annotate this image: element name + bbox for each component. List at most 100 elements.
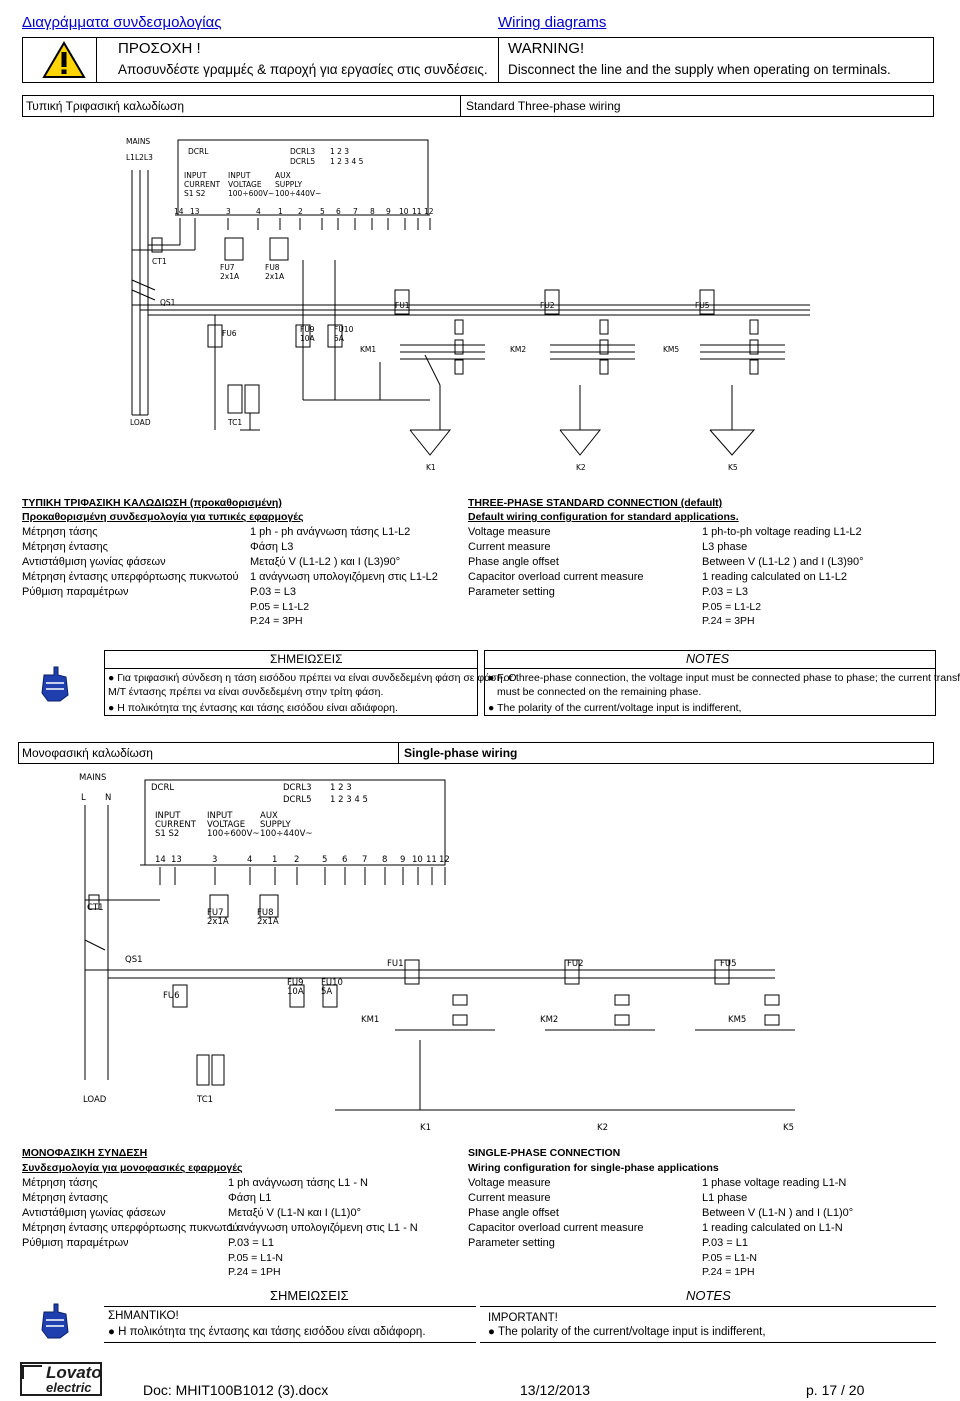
three-phase-dcrl-label: DCRL [188,147,209,156]
three-phase-notes-greek-title: ΣΗΜΕΙΩΣΕΙΣ [270,652,343,666]
three-phase-terminal-7: 7 [353,207,358,216]
three-phase-table-english-subtitle: Default wiring configuration for standar… [468,511,739,523]
single-phase-notes-english-title: NOTES [686,1288,731,1303]
three-phase-km1-label: KM1 [360,345,376,354]
three-phase-section-bar [22,95,934,117]
three-phase-dcrl5-label: DCRL5 [290,157,315,166]
three-phase-terminal-4: 4 [256,207,261,216]
three-phase-wiring-diagram: MAINS L1L2L3 DCRL DCRL3 DCRL5 1 2 3 1 2 … [126,137,810,472]
three-phase-dcrl3-label: DCRL3 [290,147,315,156]
three-phase-greek-p24: P.24 = 3PH [250,615,303,627]
warning-text-english: Disconnect the line and the supply when … [508,62,891,77]
single-phase-table-greek-title: ΜΟΝΟΦΑΣΙΚΗ ΣΥΝΔΕΣΗ [22,1147,148,1159]
warning-text-greek: Αποσυνδέστε γραμμές & παροχή για εργασίε… [118,62,488,77]
single-phase-fu5-label: FU5 [720,959,737,969]
single-phase-dcrl5-label: DCRL5 [283,795,312,805]
single-phase-greek-row-5: Ρύθμιση παραμέτρων P.03 = L1 [22,1237,274,1249]
three-phase-fu2-label: FU2 [540,301,555,310]
header-title-english: Wiring diagrams [498,14,607,31]
single-phase-table-greek-subtitle: Συνδεσμολογία για μονοφασικές εφαρμογές [22,1162,243,1174]
single-phase-km2-label: KM2 [540,1015,558,1025]
single-phase-terminal-1: 1 [272,855,277,865]
three-phase-table-english-title: THREE-PHASE STANDARD CONNECTION (default… [468,497,723,509]
three-phase-mains-lines-label: L1L2L3 [126,153,153,162]
three-phase-notes-greek-bullet-1a: ● Για τριφασική σύνδεση η τάση εισόδου π… [108,672,517,684]
single-phase-wiring-diagram: MAINS L N DCRL DCRL3 DCRL5 1 2 3 1 2 3 4… [79,773,795,1133]
single-phase-dcrl3-label: DCRL3 [283,783,312,793]
single-phase-fu1-label: FU1 [387,959,404,969]
three-phase-fu5-label: FU5 [695,301,710,310]
single-phase-section-english: Single-phase wiring [404,746,518,760]
single-phase-section-greek: Μονοφασική καλωδίωση [22,746,153,760]
single-phase-terminal-2: 2 [294,855,299,865]
single-phase-mains-label: MAINS [79,773,106,783]
footer-page: p. 17 / 20 [806,1382,865,1398]
single-phase-load-label: LOAD [83,1095,107,1105]
three-phase-dcrl3-terminals: 1 2 3 [330,147,349,156]
three-phase-k5-label: K5 [728,463,738,472]
single-phase-terminal-7: 7 [362,855,367,865]
three-phase-english-p24: P.24 = 3PH [702,615,755,627]
three-phase-section-english: Standard Three-phase wiring [466,99,621,113]
header-title-greek: Διαγράμματα συνδεσμολογίας [22,14,222,31]
three-phase-terminal-3: 3 [226,207,231,216]
single-phase-terminal-3: 3 [212,855,217,865]
three-phase-qs1-label: QS1 [160,298,176,307]
three-phase-terminal-10: 10 [399,207,409,216]
single-phase-terminal-13: 13 [171,855,182,865]
three-phase-km2-label: KM2 [510,345,526,354]
three-phase-k2-label: K2 [576,463,586,472]
single-phase-english-p24: P.24 = 1PH [702,1266,755,1278]
three-phase-load-label: LOAD [130,418,151,427]
single-phase-greek-p24: P.24 = 1PH [228,1266,281,1278]
single-phase-fu2-label: FU2 [567,959,584,969]
three-phase-km5-label: KM5 [663,345,679,354]
three-phase-terminal-14: 14 [174,207,184,216]
single-phase-notes-greek-bullet-1: ● Η πολικότητα της έντασης και τάσης εισ… [108,1326,426,1338]
three-phase-k1-label: K1 [426,463,436,472]
warning-title-greek: ΠΡΟΣΟΧΗ ! [118,40,201,57]
single-phase-dcrl3-terminals: 1 2 3 [330,783,352,793]
single-phase-k1-label: K1 [420,1123,431,1133]
single-phase-qs1-label: QS1 [125,955,143,965]
three-phase-terminal-1: 1 [278,207,283,216]
single-phase-k2-label: K2 [597,1123,608,1133]
three-phase-fu6-label: FU6 [222,329,237,338]
single-phase-dcrl5-terminals: 1 2 3 4 5 [330,795,368,805]
single-phase-notes-greek-important: ΣΗΜΑΝΤΙΚΟ! [108,1310,179,1322]
three-phase-notes-english-bullet-1b: must be connected on the remaining phase… [497,686,702,698]
three-phase-notes-greek-bullet-1b: Μ/Τ έντασης πρέπει να είναι συνδεδεμένη … [108,686,384,698]
single-phase-terminal-4: 4 [247,855,252,865]
single-phase-terminal-6: 6 [342,855,347,865]
single-phase-terminal-9: 9 [400,855,405,865]
three-phase-notes-english-title: NOTES [686,652,730,666]
three-phase-notes-english-bullet-1a: ● For three-phase connection, the voltag… [488,672,960,684]
single-phase-terminal-11: 11 [426,855,437,865]
warning-box [22,37,934,83]
three-phase-ct1-label: CT1 [152,257,167,266]
single-phase-english-p05: P.05 = L1-N [702,1252,757,1264]
three-phase-terminal-8: 8 [370,207,375,216]
lovato-logo: Lovato electric [20,1362,102,1396]
single-phase-terminal-14: 14 [155,855,166,865]
three-phase-notes-greek-bullet-2: ● Η πολικότητα της έντασης και τάσης εισ… [108,702,398,714]
